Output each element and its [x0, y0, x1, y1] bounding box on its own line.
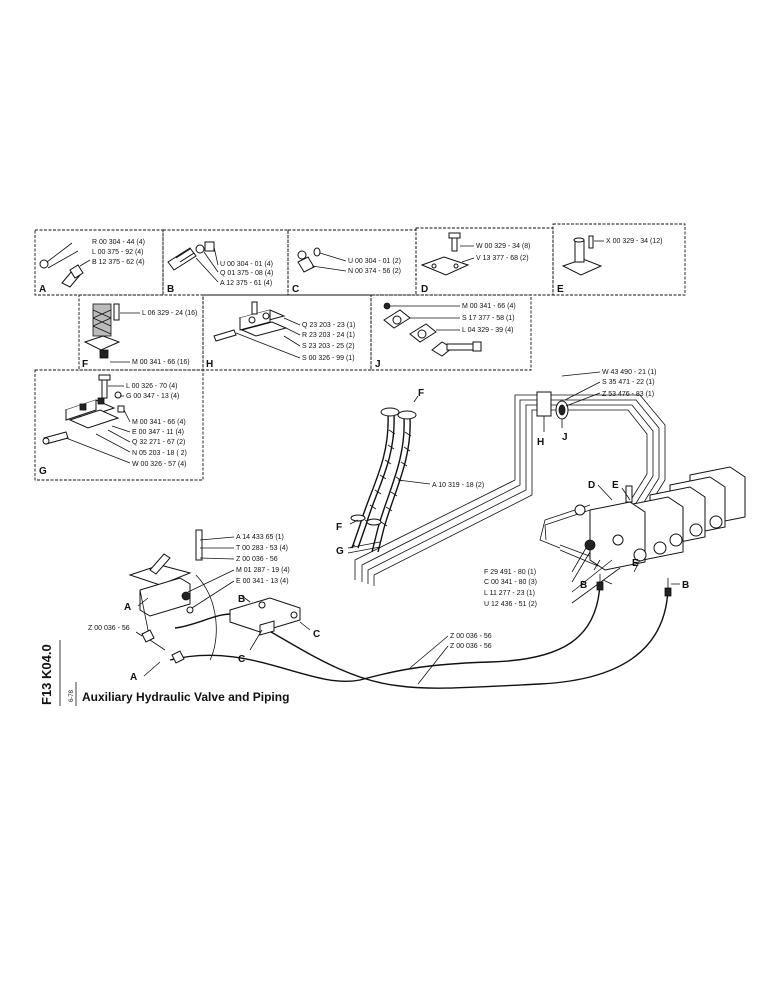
- box-b-part-1: U 00 304 - 01 (4): [220, 261, 273, 268]
- box-h-part-4: S 00 326 - 99 (1): [302, 355, 355, 362]
- box-a-letter: A: [39, 284, 46, 295]
- detail-box-f: L 06 329 - 24 (16) M 00 341 - 66 (16) F: [78, 294, 204, 371]
- callout-a-lower: A: [130, 672, 137, 683]
- callout-f-top: F: [418, 388, 424, 399]
- cable-bracket: B C C: [229, 594, 320, 665]
- detail-box-b: U 00 304 - 01 (4) Q 01 375 - 08 (4) A 12…: [162, 229, 289, 296]
- callout-c-left: C: [238, 654, 245, 665]
- box-g-letter: G: [39, 466, 47, 477]
- sheet-code: F13 K04.0: [39, 644, 54, 705]
- box-a-part-2: L 00 375 - 92 (4): [92, 249, 144, 256]
- control-part-1: A 14 433 65 (1): [236, 534, 284, 541]
- box-c-letter: C: [292, 284, 299, 295]
- date-mark: 6-78: [69, 689, 75, 702]
- box-h-part-2: R 23 203 - 24 (1): [302, 332, 355, 339]
- control-part-5: E 00 341 - 13 (4): [236, 578, 289, 585]
- box-c-part-1: U 00 304 - 01 (2): [348, 258, 401, 265]
- box-a-part-3: B 12 375 - 62 (4): [92, 259, 145, 266]
- valve-part-3: L 11 277 - 23 (1): [484, 590, 535, 597]
- box-d-letter: D: [421, 284, 428, 295]
- callout-f-bottom: F: [336, 522, 342, 533]
- top-part-3: Z 53 476 - 83 (1): [602, 391, 654, 398]
- valve-part-4: U 12 436 - 51 (2): [484, 601, 537, 608]
- top-part-2: S 35 471 - 22 (1): [602, 379, 655, 386]
- braided-hoses: A 10 319 - 18 (2) F F G: [336, 388, 484, 557]
- box-j-part-2: S 17 377 - 58 (1): [462, 315, 515, 322]
- box-f-letter: F: [82, 359, 88, 370]
- control-cables: B B Z 00 036 - 56 Z 00 036 - 56: [169, 574, 689, 689]
- box-b-letter: B: [167, 284, 174, 295]
- box-d-part-1: W 00 329 - 34 (8): [476, 243, 530, 250]
- callout-b-left: B: [580, 580, 587, 591]
- detail-box-h: Q 23 203 - 23 (1) R 23 203 - 24 (1) S 23…: [202, 294, 372, 371]
- detail-box-c: U 00 304 - 01 (2) N 00 374 - 56 (2) C: [287, 229, 417, 296]
- box-e-part-1: X 00 329 - 34 (12): [606, 238, 662, 245]
- callout-e-top: E: [612, 480, 619, 491]
- box-j-part-1: M 00 341 - 66 (4): [462, 303, 516, 310]
- box-d-part-2: V 13 377 - 68 (2): [476, 255, 529, 262]
- box-a-part-1: R 00 304 - 44 (4): [92, 239, 145, 246]
- box-g-part-5: Q 32 271 - 67 (2): [132, 439, 185, 446]
- detail-box-g: L 00 326 - 70 (4) G 00 347 - 13 (4) M 00…: [34, 369, 204, 481]
- box-h-letter: H: [206, 359, 213, 370]
- sheet-code-text: F13 K04.0: [39, 644, 54, 705]
- callout-j: J: [562, 432, 568, 443]
- left-cable-label: Z 00 036 - 56: [88, 625, 130, 632]
- hose-part: A 10 319 - 18 (2): [432, 482, 484, 489]
- callout-h: H: [537, 437, 544, 448]
- control-part-3: Z 00 036 - 56: [236, 556, 278, 563]
- callout-a-upper: A: [124, 602, 131, 613]
- box-j-letter: J: [375, 359, 381, 370]
- box-b-part-2: Q 01 375 - 08 (4): [220, 270, 273, 277]
- box-h-part-1: Q 23 203 - 23 (1): [302, 322, 355, 329]
- callout-g: G: [336, 546, 344, 557]
- page-title: Auxiliary Hydraulic Valve and Piping: [82, 690, 289, 704]
- top-part-1: W 43 490 - 21 (1): [602, 369, 656, 376]
- valve-part-1: F 29 491 - 80 (1): [484, 569, 536, 576]
- box-j-part-3: L 04 329 - 39 (4): [462, 327, 514, 334]
- box-g-part-1: L 00 326 - 70 (4): [126, 383, 178, 390]
- box-h-part-3: S 23 203 - 25 (2): [302, 343, 355, 350]
- valve-part-2: C 00 341 - 80 (3): [484, 579, 537, 586]
- callout-c-right: C: [313, 629, 320, 640]
- box-g-part-7: W 00 326 - 57 (4): [132, 461, 186, 468]
- callout-b-right: B: [682, 580, 689, 591]
- box-f-part-2: M 00 341 - 66 (16): [132, 359, 190, 366]
- box-g-part-4: E 00 347 - 11 (4): [132, 429, 184, 436]
- date-mark-text: 6-78: [69, 689, 75, 702]
- rigid-pipes: [354, 394, 666, 586]
- callout-e-bottom: E: [632, 558, 639, 569]
- detail-box-d: W 00 329 - 34 (8) V 13 377 - 68 (2) D: [415, 227, 554, 296]
- control-valve-bank: D E E: [574, 466, 746, 573]
- box-g-part-2: G 00 347 - 13 (4): [126, 393, 179, 400]
- cable-label-2: Z 00 036 - 56: [450, 643, 492, 650]
- cable-label-1: Z 00 036 - 56: [450, 633, 492, 640]
- box-e-letter: E: [557, 284, 564, 295]
- control-part-2: T 00 283 - 53 (4): [236, 545, 288, 552]
- box-c-part-2: N 00 374 - 56 (2): [348, 268, 401, 275]
- valve-part-labels: F 29 491 - 80 (1) C 00 341 - 80 (3) L 11…: [484, 547, 621, 608]
- box-g-part-3: M 00 341 - 66 (4): [132, 419, 186, 426]
- callout-b-bracket: B: [238, 594, 245, 605]
- box-g-part-6: N 05 203 - 18 ( 2): [132, 450, 187, 457]
- control-part-4: M 01 287 - 19 (4): [236, 567, 290, 574]
- detail-box-a: R 00 304 - 44 (4) L 00 375 - 92 (4) B 12…: [34, 229, 164, 296]
- pipe-clamp-h-j: W 43 490 - 21 (1) S 35 471 - 22 (1) Z 53…: [536, 369, 656, 448]
- detail-box-e: X 00 329 - 34 (12) E: [552, 223, 686, 296]
- callout-d: D: [588, 480, 595, 491]
- detail-box-j: M 00 341 - 66 (4) S 17 377 - 58 (1) L 04…: [370, 294, 532, 371]
- box-b-part-3: A 12 375 - 61 (4): [220, 280, 272, 287]
- box-f-part-1: L 06 329 - 24 (16): [142, 310, 197, 317]
- control-lever-assembly: A 14 433 65 (1) T 00 283 - 53 (4) Z 00 0…: [88, 529, 290, 683]
